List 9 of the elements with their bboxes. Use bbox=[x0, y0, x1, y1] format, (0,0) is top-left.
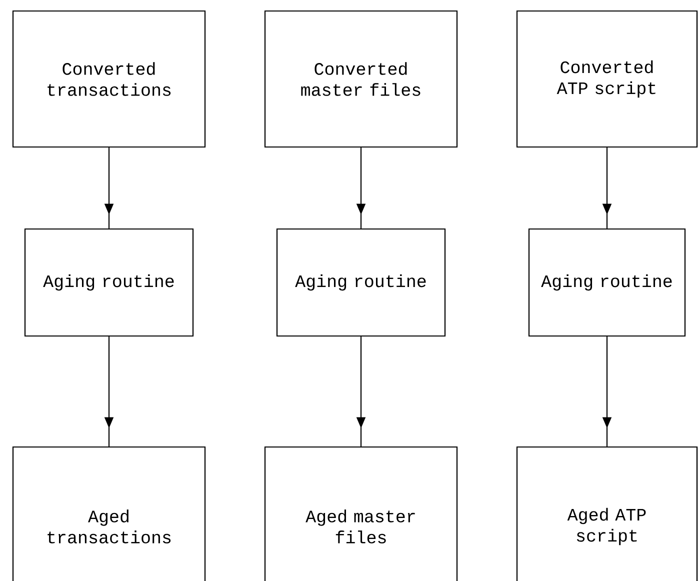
process-box: Converted transactions bbox=[12, 10, 206, 148]
process-box: Aging routine bbox=[276, 228, 446, 337]
process-box: Aged ATP script bbox=[516, 446, 698, 581]
process-box: Aging routine bbox=[24, 228, 194, 337]
process-box: Aged transactions bbox=[12, 446, 206, 581]
process-box: Aged master files bbox=[264, 446, 458, 581]
process-box: Converted ATP script bbox=[516, 10, 698, 148]
process-box: Converted master files bbox=[264, 10, 458, 148]
process-box: Aging routine bbox=[528, 228, 686, 337]
